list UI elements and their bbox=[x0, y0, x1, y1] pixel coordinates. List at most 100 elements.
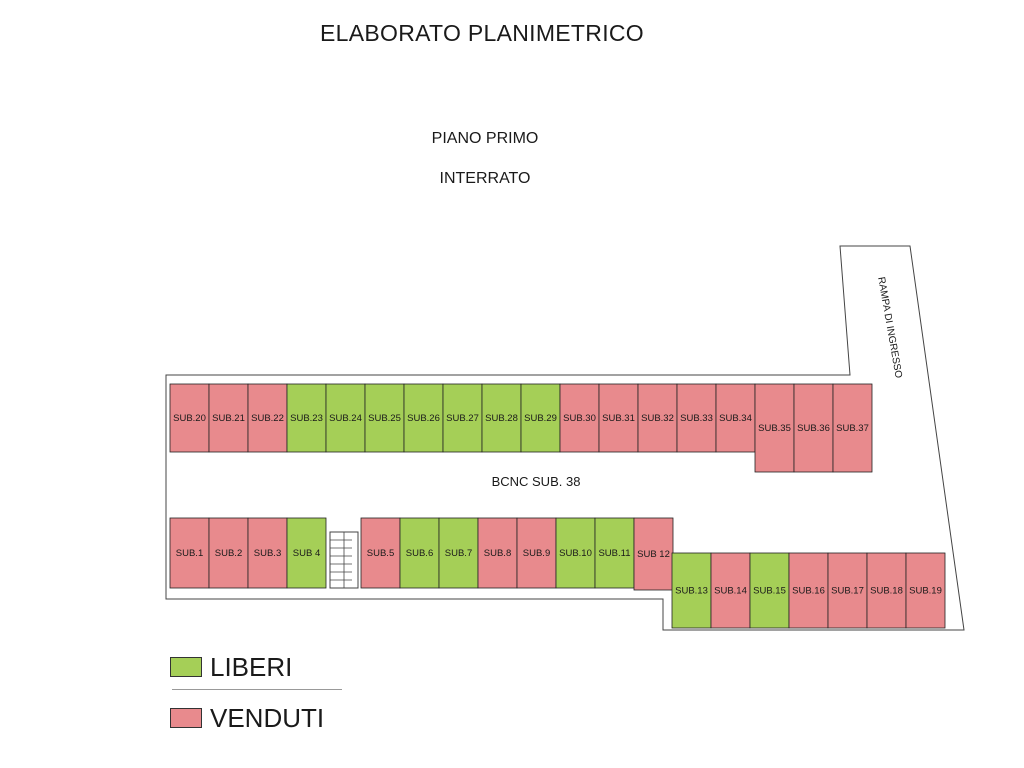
corridor-label: BCNC SUB. 38 bbox=[492, 474, 581, 489]
parking-unit-1[interactable]: SUB.1 bbox=[169, 517, 210, 589]
unit-box[interactable] bbox=[364, 383, 405, 453]
unit-label: SUB.32 bbox=[641, 413, 674, 424]
parking-unit-34[interactable]: SUB.34 bbox=[715, 383, 756, 453]
parking-unit-23[interactable]: SUB.23 bbox=[286, 383, 327, 453]
unit-box[interactable] bbox=[749, 552, 790, 629]
unit-box[interactable] bbox=[247, 517, 288, 589]
unit-label: SUB.28 bbox=[485, 413, 518, 424]
unit-box[interactable] bbox=[671, 552, 712, 629]
unit-label: SUB.30 bbox=[563, 413, 596, 424]
parking-unit-22[interactable]: SUB.22 bbox=[247, 383, 288, 453]
parking-unit-28[interactable]: SUB.28 bbox=[481, 383, 522, 453]
unit-box[interactable] bbox=[520, 383, 561, 453]
unit-box[interactable] bbox=[325, 383, 366, 453]
unit-box[interactable] bbox=[793, 383, 834, 473]
parking-unit-16[interactable]: SUB.16 bbox=[788, 552, 829, 629]
unit-label: SUB.18 bbox=[870, 586, 903, 597]
unit-box[interactable] bbox=[403, 383, 444, 453]
parking-unit-17[interactable]: SUB.17 bbox=[827, 552, 868, 629]
unit-box[interactable] bbox=[715, 383, 756, 453]
unit-box[interactable] bbox=[399, 517, 440, 589]
parking-unit-37[interactable]: SUB.37 bbox=[832, 383, 873, 473]
legend-label-liberi: LIBERI bbox=[210, 651, 293, 682]
parking-unit-36[interactable]: SUB.36 bbox=[793, 383, 834, 473]
parking-unit-29[interactable]: SUB.29 bbox=[520, 383, 561, 453]
unit-box[interactable] bbox=[827, 552, 868, 629]
legend-item-liberi: LIBERI bbox=[170, 652, 292, 682]
unit-box[interactable] bbox=[866, 552, 907, 629]
parking-unit-32[interactable]: SUB.32 bbox=[637, 383, 678, 453]
parking-unit-3[interactable]: SUB.3 bbox=[247, 517, 288, 589]
unit-label: SUB.9 bbox=[523, 548, 550, 559]
unit-box[interactable] bbox=[516, 517, 557, 589]
unit-box[interactable] bbox=[754, 383, 795, 473]
unit-label: SUB.21 bbox=[212, 413, 245, 424]
unit-label: SUB.17 bbox=[831, 586, 864, 597]
unit-label: SUB.20 bbox=[173, 413, 206, 424]
parking-unit-24[interactable]: SUB.24 bbox=[325, 383, 366, 453]
unit-box[interactable] bbox=[477, 517, 518, 589]
unit-label: SUB.24 bbox=[329, 413, 362, 424]
parking-unit-25[interactable]: SUB.25 bbox=[364, 383, 405, 453]
parking-unit-20[interactable]: SUB.20 bbox=[169, 383, 210, 453]
parking-unit-8[interactable]: SUB.8 bbox=[477, 517, 518, 589]
unit-box[interactable] bbox=[832, 383, 873, 473]
unit-label: SUB.5 bbox=[367, 548, 394, 559]
parking-unit-15[interactable]: SUB.15 bbox=[749, 552, 790, 629]
parking-unit-35[interactable]: SUB.35 bbox=[754, 383, 795, 473]
unit-label: SUB.15 bbox=[753, 586, 786, 597]
unit-label: SUB.27 bbox=[446, 413, 479, 424]
unit-label: SUB.37 bbox=[836, 423, 869, 434]
unit-box[interactable] bbox=[676, 383, 717, 453]
parking-unit-19[interactable]: SUB.19 bbox=[905, 552, 946, 629]
parking-unit-11[interactable]: SUB.11 bbox=[594, 517, 635, 589]
parking-unit-21[interactable]: SUB.21 bbox=[208, 383, 249, 453]
parking-unit-10[interactable]: SUB.10 bbox=[555, 517, 596, 589]
unit-box[interactable] bbox=[286, 517, 327, 589]
unit-label: SUB.8 bbox=[484, 548, 511, 559]
unit-label: SUB.2 bbox=[215, 548, 242, 559]
unit-box[interactable] bbox=[555, 517, 596, 589]
unit-label: SUB.13 bbox=[675, 586, 708, 597]
unit-box[interactable] bbox=[438, 517, 479, 589]
parking-unit-33[interactable]: SUB.33 bbox=[676, 383, 717, 453]
ramp-label: RAMPA DI INGRESSO bbox=[875, 276, 904, 379]
unit-box[interactable] bbox=[208, 383, 249, 453]
unit-label: SUB.22 bbox=[251, 413, 284, 424]
parking-unit-5[interactable]: SUB.5 bbox=[360, 517, 401, 589]
unit-label: SUB.36 bbox=[797, 423, 830, 434]
parking-unit-27[interactable]: SUB.27 bbox=[442, 383, 483, 453]
unit-label: SUB.3 bbox=[254, 548, 281, 559]
unit-box[interactable] bbox=[169, 383, 210, 453]
unit-box[interactable] bbox=[360, 517, 401, 589]
unit-box[interactable] bbox=[247, 383, 288, 453]
parking-unit-18[interactable]: SUB.18 bbox=[866, 552, 907, 629]
unit-box[interactable] bbox=[598, 383, 639, 453]
parking-unit-12[interactable]: SUB 12 bbox=[633, 517, 674, 591]
plan-title: ELABORATO PLANIMETRICO bbox=[320, 20, 644, 46]
unit-box[interactable] bbox=[905, 552, 946, 629]
legend-label-venduti: VENDUTI bbox=[210, 702, 325, 733]
parking-unit-9[interactable]: SUB.9 bbox=[516, 517, 557, 589]
parking-unit-13[interactable]: SUB.13 bbox=[671, 552, 712, 629]
unit-box[interactable] bbox=[169, 517, 210, 589]
unit-label: SUB.19 bbox=[909, 586, 942, 597]
unit-box[interactable] bbox=[286, 383, 327, 453]
legend-divider bbox=[172, 689, 342, 690]
parking-unit-4[interactable]: SUB 4 bbox=[286, 517, 327, 589]
parking-unit-30[interactable]: SUB.30 bbox=[559, 383, 600, 453]
parking-unit-6[interactable]: SUB.6 bbox=[399, 517, 440, 589]
parking-unit-26[interactable]: SUB.26 bbox=[403, 383, 444, 453]
legend-swatch-venduti bbox=[170, 708, 202, 728]
parking-unit-31[interactable]: SUB.31 bbox=[598, 383, 639, 453]
parking-unit-14[interactable]: SUB.14 bbox=[710, 552, 751, 629]
unit-label: SUB.33 bbox=[680, 413, 713, 424]
parking-unit-2[interactable]: SUB.2 bbox=[208, 517, 249, 589]
unit-box[interactable] bbox=[637, 383, 678, 453]
parking-unit-7[interactable]: SUB.7 bbox=[438, 517, 479, 589]
unit-box[interactable] bbox=[481, 383, 522, 453]
unit-label: SUB.35 bbox=[758, 423, 791, 434]
unit-box[interactable] bbox=[442, 383, 483, 453]
unit-box[interactable] bbox=[559, 383, 600, 453]
